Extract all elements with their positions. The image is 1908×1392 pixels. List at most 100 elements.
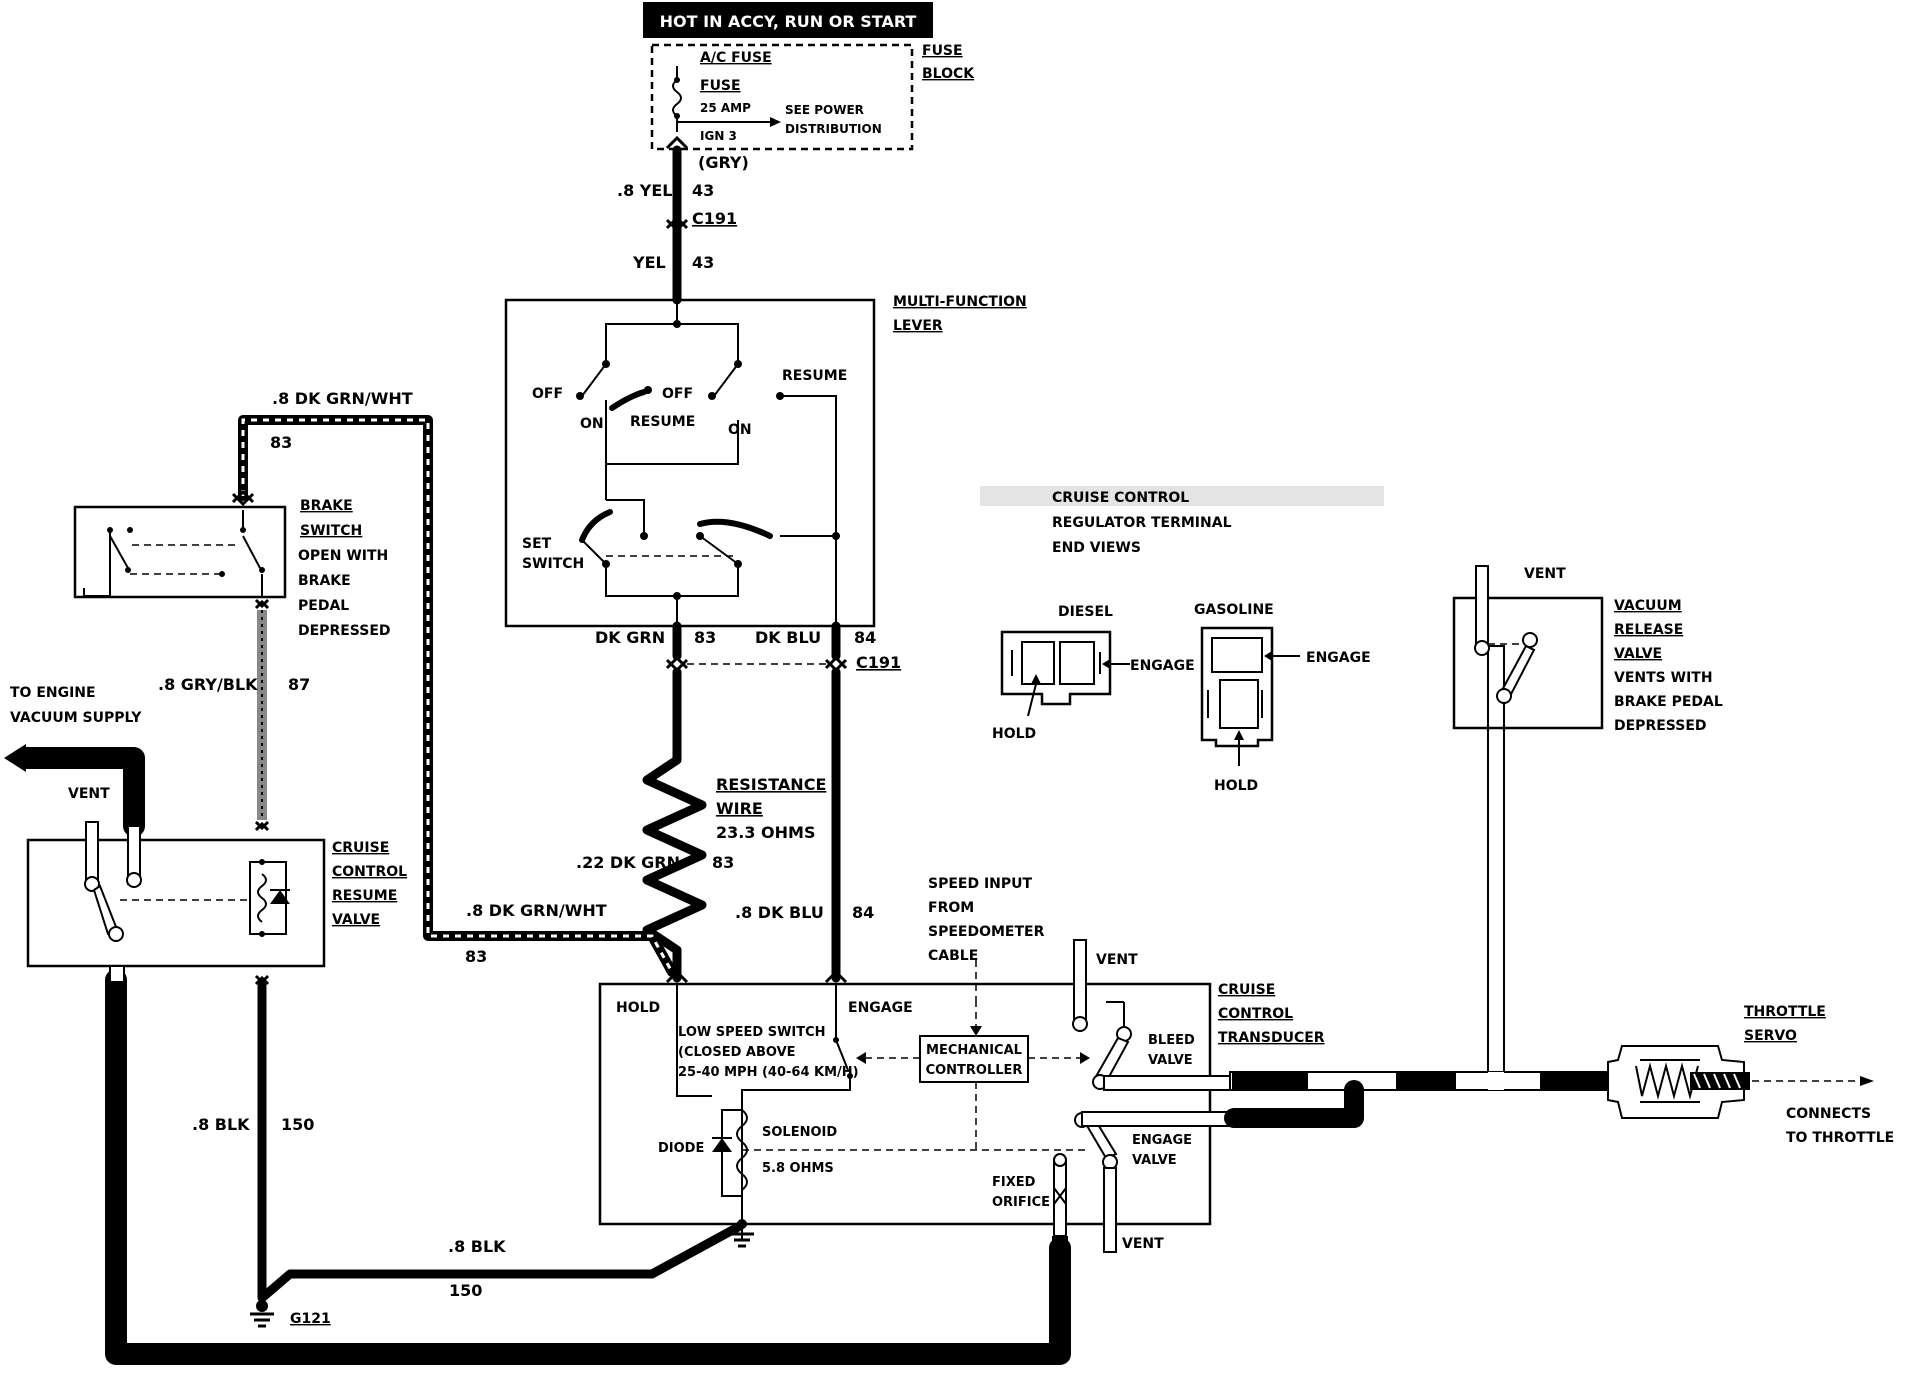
transducer-t1: CRUISE — [1218, 982, 1275, 998]
set-switch-2: SWITCH — [522, 556, 584, 572]
dk-grn-22-label: .22 DK GRN — [576, 853, 680, 872]
cruise-control-resume-valve: CRUISE CONTROL RESUME VALVE — [26, 821, 1071, 1365]
c191-mid-label: C191 — [856, 653, 901, 672]
dk-grn-wht-wire: .8 DK GRN/WHT 83 .8 DK GRN/WHT 83 — [238, 389, 677, 977]
engage-v1: ENGAGE — [1132, 1133, 1192, 1148]
engine-vacuum-supply: TO ENGINE VACUUM SUPPLY VENT — [4, 685, 145, 837]
fuse-block-title-2: BLOCK — [922, 66, 975, 82]
off-right: OFF — [662, 386, 693, 402]
speed-input-l1: SPEED INPUT — [928, 876, 1033, 892]
gasoline-label: GASOLINE — [1194, 602, 1274, 618]
brake-switch-t1: BRAKE — [300, 498, 353, 514]
resume-valve-vent: VENT — [68, 786, 110, 802]
engine-vacuum-l2: VACUUM SUPPLY — [10, 710, 142, 726]
c191-mid: C191 RESISTANCE WIRE 23.3 OHMS .22 DK GR… — [576, 621, 901, 984]
hold-d: HOLD — [992, 726, 1036, 742]
resume-valve-t3: RESUME — [332, 888, 397, 904]
yel-label: YEL — [632, 253, 666, 272]
engage-d: ENGAGE — [1130, 658, 1195, 674]
on-left: ON — [580, 416, 604, 432]
see-power-1: SEE POWER — [785, 103, 864, 117]
blk-wire: G121 .8 BLK 150 .8 BLK 150 — [192, 974, 745, 1328]
lss-3: 25-40 MPH (40-64 KM/H) — [678, 1065, 859, 1080]
dk-grn-wht-bot-label: .8 DK GRN/WHT — [466, 901, 607, 920]
fuse-ign: IGN 3 — [700, 129, 737, 143]
connects-1: CONNECTS — [1786, 1106, 1871, 1122]
regulator-end-views: CRUISE CONTROL REGULATOR TERMINAL END VI… — [980, 486, 1384, 794]
vrv-t2: RELEASE — [1614, 622, 1683, 638]
resistance-1: RESISTANCE — [716, 775, 826, 794]
bleed-1: BLEED — [1148, 1033, 1195, 1048]
dk-grn-wht-bot-num: 83 — [465, 947, 487, 966]
transducer-t2: CONTROL — [1218, 1006, 1293, 1022]
yel-wire: .8 YEL 43 C191 YEL 43 — [617, 135, 737, 305]
power-source: HOT IN ACCY, RUN OR START — [643, 2, 933, 38]
dk-grn-num: 83 — [694, 628, 716, 647]
set-switch-1: SET — [522, 536, 552, 552]
dk-grn-label: DK GRN — [595, 628, 665, 647]
hold-g: HOLD — [1214, 778, 1258, 794]
dk-grn-wht-top-label: .8 DK GRN/WHT — [272, 389, 413, 408]
engage-v2: VALVE — [1132, 1153, 1177, 1168]
gry-blk-num: 87 — [288, 675, 310, 694]
diode-label: DIODE — [658, 1141, 704, 1156]
fuse-block: A/C FUSE FUSE 25 AMP IGN 3 SEE POWER DIS… — [650, 43, 975, 172]
servo-t1: THROTTLE — [1744, 1004, 1826, 1020]
dk-blu-8-num: 84 — [852, 903, 874, 922]
transducer-t3: TRANSDUCER — [1218, 1030, 1325, 1046]
dk-blu-8-label: .8 DK BLU — [735, 903, 824, 922]
throttle-servo: THROTTLE SERVO CONNECTS TO THROTTLE — [1607, 1004, 1894, 1146]
diesel-label: DIESEL — [1058, 604, 1113, 620]
connects-2: TO THROTTLE — [1786, 1130, 1894, 1146]
speed-input: SPEED INPUT FROM SPEEDOMETER CABLE — [928, 876, 1045, 964]
blk-bottom-num: 150 — [449, 1281, 482, 1300]
gry-blk-label: .8 GRY/BLK — [158, 675, 258, 694]
yel-top-num: 43 — [692, 181, 714, 200]
fixed-2: ORIFICE — [992, 1195, 1050, 1210]
fixed-1: FIXED — [992, 1175, 1036, 1190]
resume-right: RESUME — [782, 368, 847, 384]
c191-top: C191 — [692, 209, 737, 228]
vrv-vent: VENT — [1524, 566, 1566, 582]
brake-switch-t4: BRAKE — [298, 573, 351, 589]
servo-t2: SERVO — [1744, 1028, 1797, 1044]
vrv-t6: DEPRESSED — [1614, 718, 1707, 734]
speed-input-l2: FROM — [928, 900, 974, 916]
engage-g: ENGAGE — [1306, 650, 1371, 666]
mfl-title-1: MULTI-FUNCTION — [893, 294, 1027, 310]
dk-grn-22-num: 83 — [712, 853, 734, 872]
solenoid-ohms: 5.8 OHMS — [762, 1161, 834, 1176]
see-power-2: DISTRIBUTION — [785, 122, 882, 136]
dk-blu-num: 84 — [854, 628, 876, 647]
servo-hoses — [1224, 645, 1631, 1128]
bleed-2: VALVE — [1148, 1053, 1193, 1068]
brake-switch: BRAKE SWITCH OPEN WITH BRAKE PEDAL DEPRE… — [73, 489, 391, 639]
fuse-block-title-1: FUSE — [922, 43, 963, 59]
ground-label: G121 — [290, 1311, 331, 1327]
blk-left-label: .8 BLK — [192, 1115, 250, 1134]
yel-num: 43 — [692, 253, 714, 272]
gry-label: (GRY) — [698, 153, 749, 172]
cruise-control-transducer: HOLD ENGAGE CRUISE CONTROL TRANSDUCER LO… — [598, 939, 1325, 1253]
brake-switch-t5: PEDAL — [298, 598, 349, 614]
fuse-label: FUSE — [700, 78, 741, 94]
regulator-t3: END VIEWS — [1052, 540, 1141, 556]
fuse-amp: 25 AMP — [700, 101, 751, 115]
lss-1: LOW SPEED SWITCH — [678, 1025, 826, 1040]
yel-top-label: .8 YEL — [617, 181, 673, 200]
speed-input-l3: SPEEDOMETER — [928, 924, 1045, 940]
vrv-t5: BRAKE PEDAL — [1614, 694, 1723, 710]
vacuum-release-valve: VENT VACUUM RELEASE VALVE VENTS WITH BRA… — [1452, 565, 1723, 734]
resistance-3: 23.3 OHMS — [716, 823, 815, 842]
mech-2: CONTROLLER — [926, 1063, 1023, 1078]
resume-valve-t1: CRUISE — [332, 840, 389, 856]
brake-switch-t6: DEPRESSED — [298, 623, 391, 639]
brake-switch-t3: OPEN WITH — [298, 548, 388, 564]
regulator-t2: REGULATOR TERMINAL — [1052, 515, 1232, 531]
resume-valve-t4: VALVE — [332, 912, 380, 928]
transducer-vent-bot: VENT — [1122, 1236, 1164, 1252]
transducer-engage: ENGAGE — [848, 1000, 913, 1016]
brake-switch-t2: SWITCH — [300, 523, 362, 539]
vrv-t1: VACUUM — [1614, 598, 1682, 614]
